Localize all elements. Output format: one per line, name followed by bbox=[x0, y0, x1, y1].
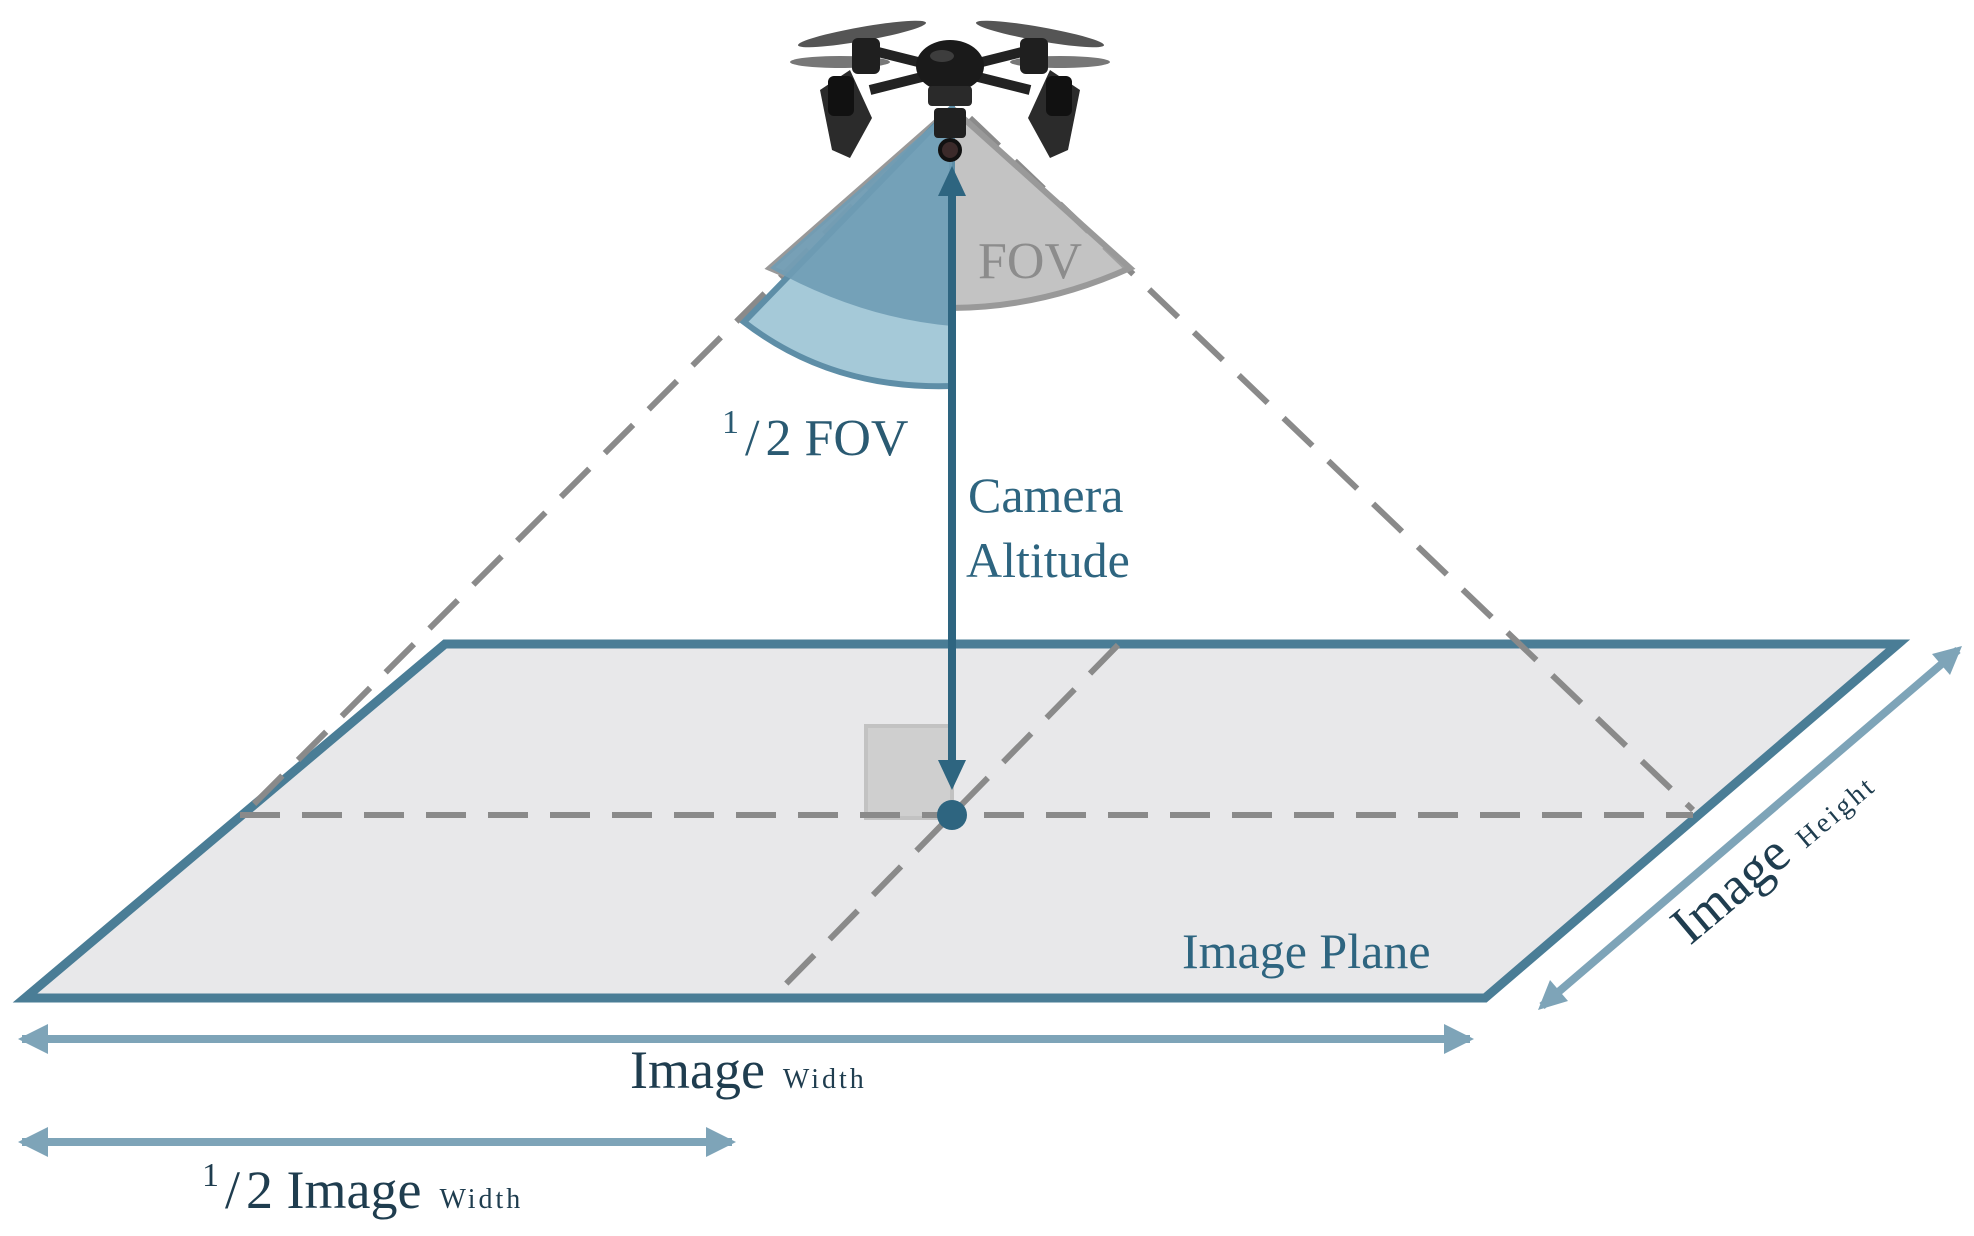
image-height-arrow bbox=[1539, 646, 1961, 1010]
altitude-arrow-up bbox=[938, 166, 966, 196]
image-height-arrowhead-top bbox=[1932, 646, 1962, 675]
camera-altitude-label-line1: Camera bbox=[968, 467, 1123, 523]
image-height-arrowhead-bottom bbox=[1538, 980, 1568, 1010]
ground-point bbox=[937, 800, 967, 830]
half-image-text: 2 Image bbox=[246, 1160, 421, 1220]
fov-label: FOV bbox=[978, 233, 1082, 290]
half-fov-text: 2 FOV bbox=[765, 410, 908, 467]
altitude-arrow-down bbox=[938, 760, 966, 790]
half-image-numerator: 1 bbox=[202, 1157, 219, 1194]
image-plane-label: Image Plane bbox=[1182, 923, 1431, 979]
camera-altitude-label-line2: Altitude bbox=[966, 532, 1130, 588]
right-angle-marker bbox=[864, 724, 954, 820]
image-width-main: Image bbox=[630, 1040, 765, 1100]
half-fov-label: 1 / 2 FOV bbox=[722, 404, 908, 467]
half-image-slash: / bbox=[225, 1160, 240, 1220]
half-fov-rest: / bbox=[745, 410, 760, 467]
image-width-label: Image Width bbox=[630, 1040, 867, 1100]
half-image-width-arrowhead-right bbox=[706, 1127, 736, 1157]
image-width-sub: Width bbox=[783, 1064, 867, 1095]
half-fov-wedge-inner bbox=[770, 108, 952, 326]
diagonal-center-dashed-line bbox=[777, 642, 1121, 993]
fov-right-dashed-edge bbox=[967, 115, 1696, 813]
image-width-arrowhead-right bbox=[1444, 1024, 1474, 1054]
half-image-sub: Width bbox=[439, 1184, 523, 1215]
quadcopter-drone-icon bbox=[790, 20, 1110, 162]
half-fov-numerator: 1 bbox=[722, 404, 739, 441]
half-image-width-arrowhead-left bbox=[18, 1127, 48, 1157]
image-width-arrowhead-left bbox=[18, 1024, 48, 1054]
half-image-width-label: 1 / 2 Image Width bbox=[202, 1157, 523, 1220]
